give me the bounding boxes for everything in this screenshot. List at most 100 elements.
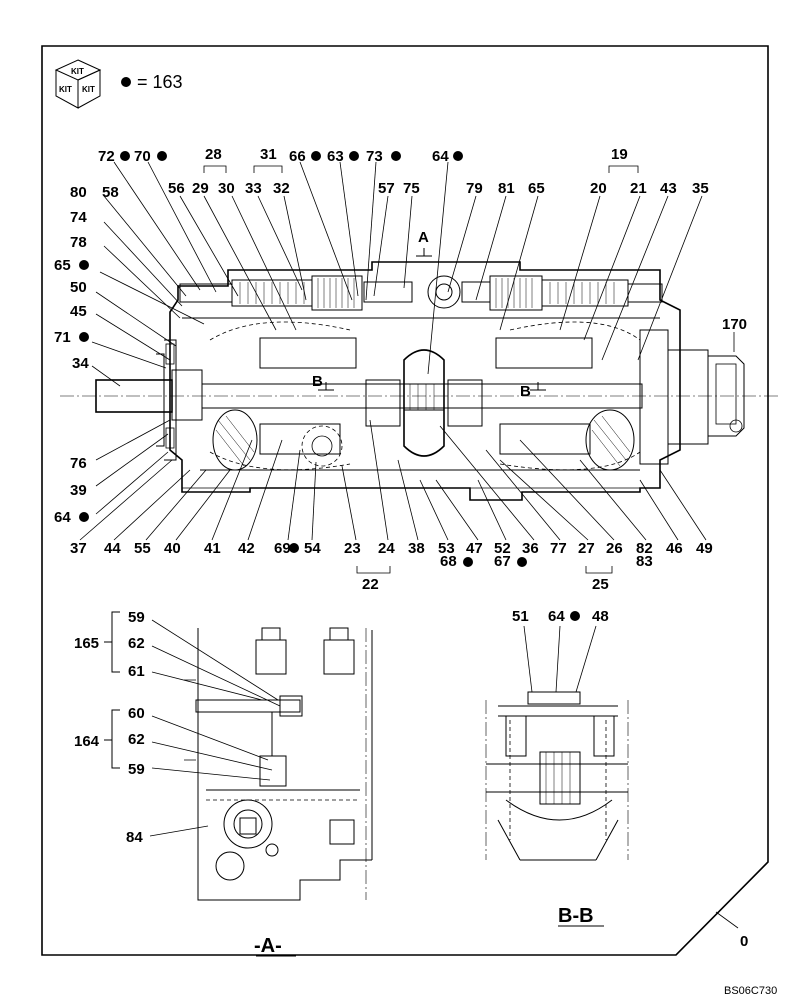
callout-62: 62 xyxy=(128,731,145,748)
callout-45: 45 xyxy=(70,303,87,320)
callout-55: 55 xyxy=(134,540,151,557)
callout-59: 59 xyxy=(128,609,145,626)
callout-65: 65 xyxy=(528,180,545,197)
bullet-69 xyxy=(289,543,299,553)
callout-51: 51 xyxy=(512,608,529,625)
bullet-70 xyxy=(157,151,167,161)
page-number: 0 xyxy=(740,933,748,950)
callout-30: 30 xyxy=(218,180,235,197)
callout-33: 33 xyxy=(245,180,262,197)
bullet-73 xyxy=(391,151,401,161)
callout-39: 39 xyxy=(70,482,87,499)
callout-37: 37 xyxy=(70,540,87,557)
view-a-linework xyxy=(104,611,373,901)
main-view-leaders xyxy=(79,161,735,574)
bullet-64-top xyxy=(453,151,463,161)
callout-44: 44 xyxy=(104,540,121,557)
callout-21: 21 xyxy=(630,180,647,197)
callout-47: 47 xyxy=(466,540,483,557)
callout-164: 164 xyxy=(74,733,100,750)
callout-82: 82 xyxy=(636,540,653,557)
callout-69: 69 xyxy=(274,540,291,557)
view-a-title: -A- xyxy=(254,935,282,957)
callout-80: 80 xyxy=(70,184,87,201)
callout-73: 73 xyxy=(366,148,383,165)
callout-43: 43 xyxy=(660,180,677,197)
section-marker-a: A xyxy=(418,229,429,246)
callout-64: 64 xyxy=(54,509,71,526)
main-view-linework xyxy=(60,248,780,501)
callout-25: 25 xyxy=(592,576,609,593)
callout-27: 27 xyxy=(578,540,595,557)
bullet-icon xyxy=(121,77,131,87)
kit-cube-icon: KIT KIT KIT xyxy=(54,59,102,109)
callout-50: 50 xyxy=(70,279,87,296)
callout-64: 64 xyxy=(432,148,449,165)
callout-71: 71 xyxy=(54,329,71,346)
kit-icon-label-left: KIT xyxy=(59,85,72,94)
callout-49: 49 xyxy=(696,540,713,557)
callout-165: 165 xyxy=(74,635,99,652)
kit-legend: KIT KIT KIT = 163 xyxy=(54,59,183,109)
view-bb-callouts: 51 64 48 xyxy=(512,608,609,625)
drawing-id: BS06C730 xyxy=(724,985,777,997)
bullet-63 xyxy=(349,151,359,161)
bullet-66 xyxy=(311,151,321,161)
callout-54: 54 xyxy=(304,540,321,557)
bullet-67 xyxy=(517,557,527,567)
callout-65: 65 xyxy=(54,257,71,274)
callout-41: 41 xyxy=(204,540,221,557)
callout-34: 34 xyxy=(72,355,89,372)
kit-icon-label-top: KIT xyxy=(71,67,84,76)
callout-68: 68 xyxy=(440,553,457,570)
callout-59: 59 xyxy=(128,761,145,778)
callout-20: 20 xyxy=(590,180,607,197)
callout-46: 46 xyxy=(666,540,683,557)
callout-66: 66 xyxy=(289,148,306,165)
callout-56: 56 xyxy=(168,180,185,197)
bullet-68 xyxy=(463,557,473,567)
callout-170: 170 xyxy=(722,316,747,333)
callout-42: 42 xyxy=(238,540,255,557)
callout-40: 40 xyxy=(164,540,181,557)
bullet-71 xyxy=(79,332,89,342)
bullet-72 xyxy=(120,151,130,161)
callout-79: 79 xyxy=(466,180,483,197)
callout-36: 36 xyxy=(522,540,539,557)
section-marker-b-right: B xyxy=(520,383,531,400)
callout-78: 78 xyxy=(70,234,87,251)
legend-kit-number: = 163 xyxy=(137,72,183,92)
callout-62: 62 xyxy=(128,635,145,652)
callout-61: 61 xyxy=(128,663,145,680)
bullet-64-bb xyxy=(570,611,580,621)
callout-70: 70 xyxy=(134,148,151,165)
view-bb-linework xyxy=(485,625,629,861)
callout-19: 19 xyxy=(611,146,628,163)
view-bb-title: B-B xyxy=(558,905,594,927)
callout-57: 57 xyxy=(378,180,395,197)
callout-63: 63 xyxy=(327,148,344,165)
callout-75: 75 xyxy=(403,180,420,197)
bullet-65 xyxy=(79,260,89,270)
drawing-frame xyxy=(41,45,769,956)
callout-74: 74 xyxy=(70,209,87,226)
callout-58: 58 xyxy=(102,184,119,201)
callout-28: 28 xyxy=(205,146,222,163)
section-marker-b-left: B xyxy=(312,373,323,390)
callout-48: 48 xyxy=(592,608,609,625)
page-number-leader xyxy=(715,911,739,929)
callout-64: 64 xyxy=(548,608,565,625)
callout-76: 76 xyxy=(70,455,87,472)
callout-26: 26 xyxy=(606,540,623,557)
callout-60: 60 xyxy=(128,705,145,722)
callout-22: 22 xyxy=(362,576,379,593)
callout-24: 24 xyxy=(378,540,395,557)
callout-53: 53 xyxy=(438,540,455,557)
callout-32: 32 xyxy=(273,180,290,197)
callout-67: 67 xyxy=(494,553,511,570)
callout-35: 35 xyxy=(692,180,709,197)
